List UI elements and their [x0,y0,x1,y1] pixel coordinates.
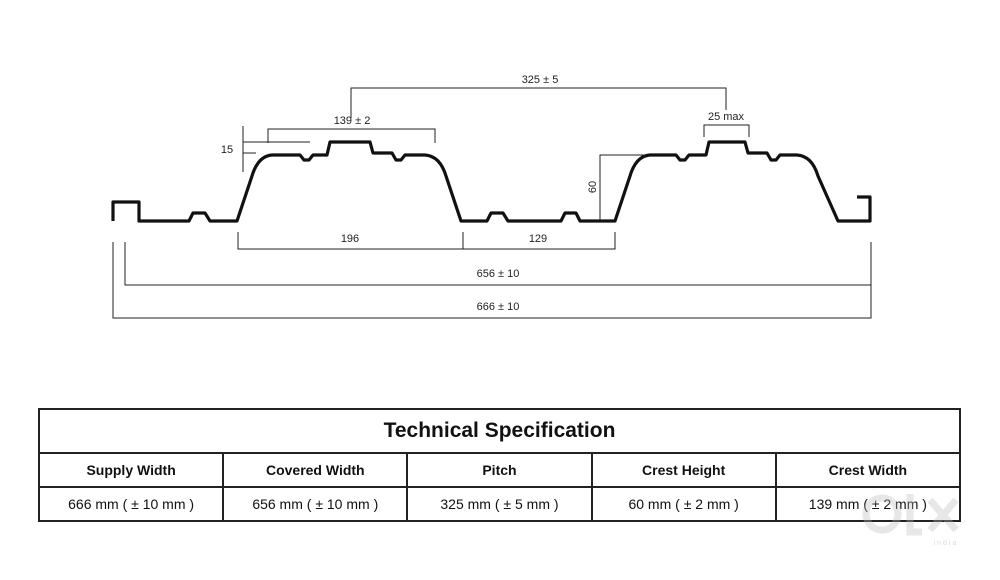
crest-width-dimension: 139 ± 2 [334,115,371,127]
value-cell: 656 mm ( ± 10 mm ) [222,486,409,522]
value-cell: 139 mm ( ± 2 mm ) [774,486,962,522]
groove-dimension: 25 max [708,111,745,123]
profile-drawing: 325 ± 5 139 ± 2 15 25 max 60 196 129 656… [111,74,872,319]
sheet-profile [111,140,872,223]
covered-width-dimension: 656 ± 10 [477,268,520,280]
value-cell: 325 mm ( ± 5 mm ) [406,486,593,522]
header-cell: Crest Width [774,452,962,488]
table-title: Technical Specification [38,408,961,454]
olx-watermark-logo: india [862,494,959,547]
watermark-subtext: india [934,540,959,547]
rib-base-dimension: 196 [341,233,359,245]
header-cell: Pitch [406,452,593,488]
rib-step-dimension: 15 [221,144,233,156]
supply-width-dimension: 666 ± 10 [477,301,520,313]
spec-table: Technical Specification Supply Width Cov… [37,408,962,522]
crest-height-dimension: 60 [587,181,599,193]
table-row: 666 mm ( ± 10 mm ) 656 mm ( ± 10 mm ) 32… [37,486,962,522]
pitch-dimension: 325 ± 5 [522,74,559,86]
header-cell: Crest Height [590,452,777,488]
value-cell: 666 mm ( ± 10 mm ) [37,486,225,522]
dimension-lines [112,87,872,319]
valley-dimension: 129 [529,233,547,245]
header-cell: Supply Width [37,452,225,488]
header-row: Supply Width Covered Width Pitch Crest H… [37,452,962,488]
value-cell: 60 mm ( ± 2 mm ) [590,486,777,522]
header-cell: Covered Width [222,452,409,488]
